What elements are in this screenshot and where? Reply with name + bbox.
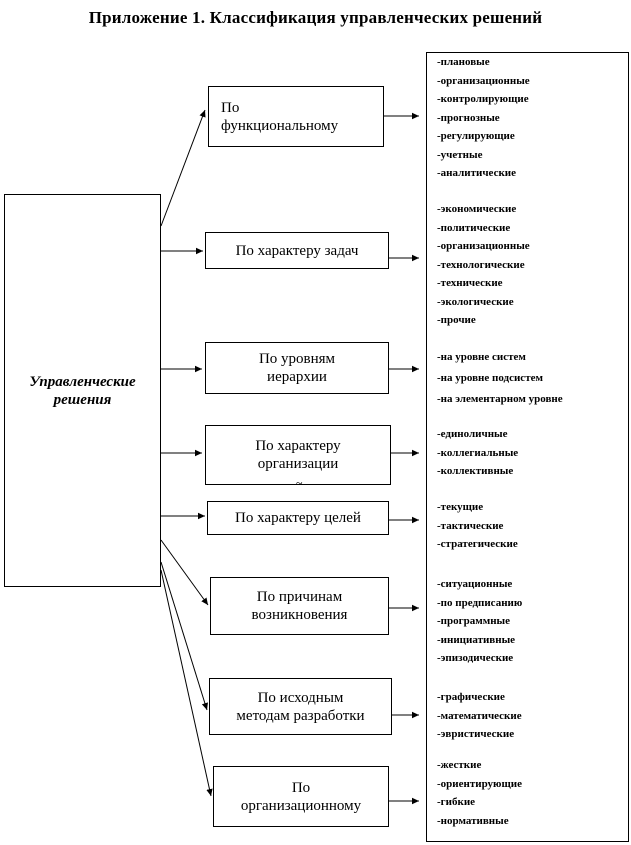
- root-box: Управленческие решения: [4, 194, 161, 587]
- category-label: По причинам возникновения: [251, 589, 348, 623]
- list-item: -организационные: [437, 74, 530, 87]
- list-item: -прочие: [437, 314, 476, 326]
- arrow-root-to-causes: [160, 539, 209, 606]
- category-organizational: По организационному: [213, 766, 389, 827]
- category-methods: По исходным методам разработки: [209, 678, 392, 735]
- list-item: -эпизодические: [437, 652, 514, 664]
- list-item: -гибкие: [437, 796, 476, 808]
- category-causes: По причинам возникновения: [210, 577, 389, 635]
- list-item: -коллегиальные: [437, 446, 519, 459]
- list-item: -стратегические: [437, 538, 518, 550]
- group-goals: -текущие -тактические -стратегические: [437, 498, 518, 554]
- category-goals: По характеру целей: [207, 501, 389, 535]
- list-item: -контролирующие: [437, 93, 529, 105]
- list-item: -математические: [437, 709, 522, 722]
- category-tasks: По характеру задач: [205, 232, 389, 269]
- list-item: -по предписанию: [437, 596, 523, 609]
- tilde-mark: ~: [296, 476, 303, 490]
- list-item: -аналитические: [437, 167, 517, 179]
- list-item: -графические: [437, 691, 505, 703]
- diagram-title: Приложение 1. Классификация управленческ…: [88, 8, 543, 27]
- arrow-root-to-functional: [160, 109, 206, 227]
- list-item: -экономические: [437, 203, 517, 215]
- list-item: -организационные: [437, 240, 530, 252]
- list-item: -регулирующие: [437, 130, 515, 142]
- category-label: По характеру организации: [255, 438, 341, 472]
- group-organizational: -жесткие -ориентирующие -гибкие -нормати…: [437, 756, 522, 830]
- category-label: По характеру целей: [235, 510, 361, 526]
- group-tasks: -экономические -политические -организаци…: [437, 200, 530, 330]
- group-causes: -ситуационные -по предписанию -программн…: [437, 575, 522, 668]
- arrow-root-to-methods: [160, 561, 208, 711]
- category-label: По уровням иерархии: [258, 351, 336, 385]
- category-label: По функциональному: [221, 99, 339, 134]
- category-label: По исходным методам разработки: [236, 689, 365, 724]
- category-label: По организационному: [240, 779, 362, 814]
- list-item: -на элементарном уровне: [437, 393, 563, 405]
- category-organization: По характеру организации: [205, 425, 391, 485]
- list-item: -учетные: [437, 148, 483, 161]
- list-item: -тактические: [437, 519, 504, 532]
- list-item: -технологические: [437, 258, 525, 271]
- category-functional: По функциональному: [208, 86, 384, 147]
- root-label: Управленческие решения: [29, 373, 136, 408]
- list-item: -на уровне подсистем: [437, 372, 543, 384]
- group-organization: -единоличные -коллегиальные -коллективны…: [437, 425, 518, 481]
- group-methods: -графические -математические -эвристичес…: [437, 688, 522, 744]
- list-item: -нормативные: [437, 814, 509, 827]
- group-functional: -плановые -организационные -контролирующ…: [437, 53, 530, 183]
- list-item: -коллективные: [437, 465, 514, 477]
- list-item: -на уровне систем: [437, 351, 526, 363]
- list-item: -текущие: [437, 501, 484, 513]
- list-item: -инициативные: [437, 633, 516, 646]
- list-item: -ситуационные: [437, 578, 513, 590]
- list-item: -эвристические: [437, 728, 515, 740]
- types-column-box: [426, 52, 629, 842]
- list-item: -программные: [437, 615, 511, 627]
- list-item: -технические: [437, 277, 503, 289]
- list-item: -прогнозные: [437, 111, 500, 124]
- list-item: -ориентирующие: [437, 777, 522, 790]
- group-hierarchy: -на уровне систем -на уровне подсистем -…: [437, 347, 563, 410]
- list-item: -жесткие: [437, 759, 482, 771]
- list-item: -плановые: [437, 56, 490, 68]
- list-item: -экологические: [437, 295, 514, 308]
- category-hierarchy: По уровням иерархии: [205, 342, 389, 394]
- list-item: -единоличные: [437, 428, 508, 440]
- category-label: По характеру задач: [235, 242, 359, 259]
- list-item: -политические: [437, 221, 511, 234]
- arrow-root-to-organizational: [160, 569, 213, 797]
